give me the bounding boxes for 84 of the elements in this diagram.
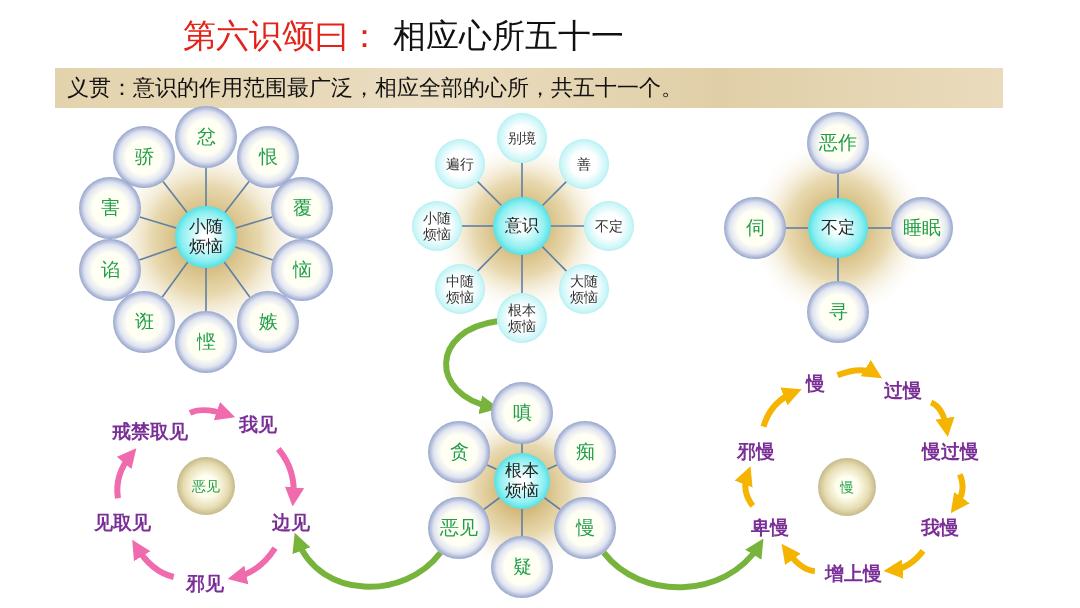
cycle-label: 我慢 bbox=[919, 514, 961, 542]
cycle-label: 见取见 bbox=[91, 509, 153, 537]
text-band: 义贯：意识的作用范围最广泛，相应全部的心所，共五十一个。 bbox=[55, 68, 1003, 108]
arrow bbox=[293, 533, 443, 590]
satellite-circle: 遍行 bbox=[435, 139, 485, 189]
cycle-label: 慢过慢 bbox=[919, 438, 981, 466]
satellite-circle: 别境 bbox=[497, 113, 547, 163]
satellite-circle: 恶作 bbox=[807, 112, 869, 174]
cycle-label: 邪见 bbox=[184, 570, 226, 598]
connector-line bbox=[205, 267, 207, 312]
satellite-circle: 善 bbox=[559, 139, 609, 189]
satellite-circle: 不定 bbox=[584, 201, 634, 251]
satellite-circle: 小随烦恼 bbox=[412, 201, 462, 251]
arrow bbox=[188, 402, 236, 421]
arrow bbox=[132, 539, 175, 580]
cycle-label: 边见 bbox=[270, 509, 312, 537]
cycle-label: 增上慢 bbox=[822, 560, 884, 588]
connector-line bbox=[521, 443, 523, 454]
satellite-circle: 诳 bbox=[113, 291, 175, 353]
connector-line bbox=[138, 216, 178, 229]
satellite-circle: 害 bbox=[79, 177, 141, 239]
satellite-circle: 贪 bbox=[428, 421, 490, 483]
connector-line bbox=[867, 227, 892, 229]
arrow bbox=[836, 360, 883, 378]
satellite-circle: 嫉 bbox=[237, 291, 299, 353]
cycle-label: 戒禁取见 bbox=[110, 418, 190, 446]
connector-line bbox=[521, 162, 523, 198]
connector-line bbox=[224, 180, 250, 214]
connector-line bbox=[837, 257, 839, 282]
satellite-circle: 中随烦恼 bbox=[435, 264, 485, 314]
arrow bbox=[443, 318, 499, 414]
connector-line bbox=[543, 496, 561, 511]
cycle-label: 我见 bbox=[237, 411, 279, 439]
satellite-circle: 根本烦恼 bbox=[497, 293, 547, 343]
title: 第六识颂曰： bbox=[183, 15, 381, 57]
arrow bbox=[601, 538, 764, 591]
cycle-label: 邪慢 bbox=[735, 438, 777, 466]
connector-line bbox=[162, 180, 188, 214]
connector-line bbox=[476, 245, 503, 272]
satellite-circle: 覆 bbox=[271, 177, 333, 239]
connector-line bbox=[234, 216, 274, 229]
connector-line bbox=[521, 508, 523, 537]
satellite-circle: 恨 bbox=[237, 126, 299, 188]
satellite-circle: 大随烦恼 bbox=[559, 264, 609, 314]
connector-line bbox=[138, 246, 178, 261]
arrow bbox=[114, 448, 137, 499]
cycle-label: 过慢 bbox=[882, 377, 924, 405]
satellite-circle: 谄 bbox=[79, 239, 141, 301]
cycle-label: 卑慢 bbox=[749, 514, 791, 542]
arrow bbox=[883, 549, 926, 579]
connector-line bbox=[461, 225, 494, 227]
center-ball: 恶见 bbox=[177, 457, 235, 515]
satellite-circle: 疑 bbox=[491, 536, 553, 598]
connector-line bbox=[223, 261, 251, 298]
satellite-circle: 悭 bbox=[175, 311, 237, 373]
connector-line bbox=[837, 173, 839, 199]
arrow bbox=[734, 466, 756, 508]
arrow bbox=[950, 473, 970, 514]
connector-line bbox=[234, 246, 274, 261]
connector-line bbox=[550, 225, 585, 227]
satellite-circle: 骄 bbox=[113, 126, 175, 188]
satellite-circle: 睡眠 bbox=[891, 197, 953, 259]
satellite-circle: 恼 bbox=[271, 239, 333, 301]
subtitle: 相应心所五十一 bbox=[393, 15, 624, 57]
center-ball: 慢 bbox=[818, 458, 876, 516]
connector-line bbox=[161, 261, 189, 298]
arrow bbox=[929, 399, 955, 438]
satellite-circle: 伺 bbox=[724, 197, 786, 259]
connector-line bbox=[785, 227, 809, 229]
cycle-label: 慢 bbox=[803, 370, 827, 398]
connector-line bbox=[521, 254, 523, 294]
arrow bbox=[227, 546, 278, 584]
satellite-circle: 嗔 bbox=[491, 382, 553, 444]
connector-line bbox=[205, 167, 207, 207]
connector-line bbox=[546, 464, 558, 471]
arrow bbox=[781, 543, 816, 575]
connector-line bbox=[483, 496, 501, 511]
connector-line bbox=[541, 180, 568, 207]
satellite-circle: 寻 bbox=[807, 281, 869, 343]
connector-line bbox=[541, 245, 568, 272]
connector-line bbox=[486, 464, 498, 471]
connector-line bbox=[476, 180, 503, 207]
arrow bbox=[275, 447, 304, 507]
arrow bbox=[760, 387, 802, 428]
